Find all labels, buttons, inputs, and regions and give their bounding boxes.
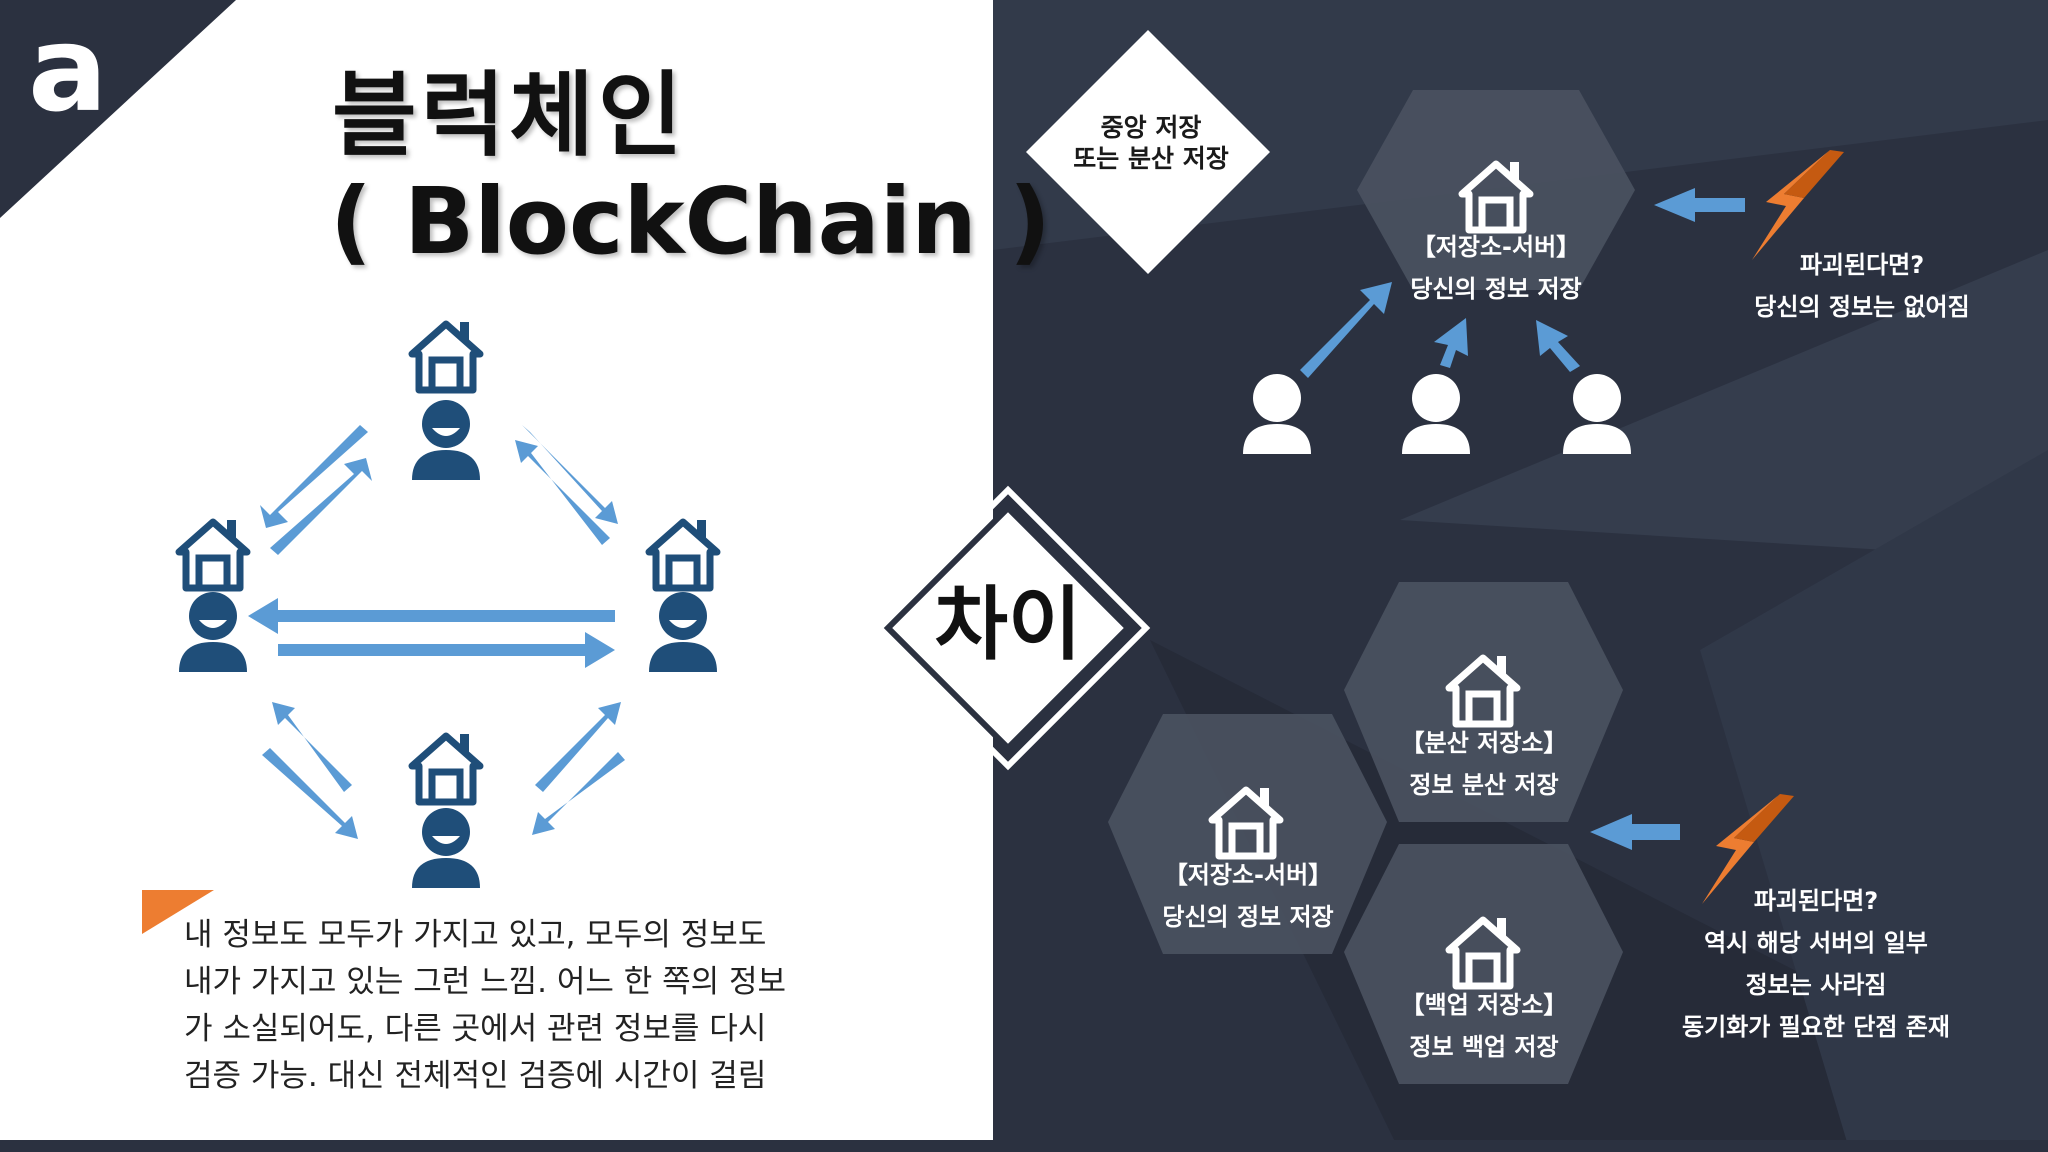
description-line: 검증 가능. 대신 전체적인 검증에 시간이 걸림 — [184, 1058, 767, 1094]
distributed-hexagon-1 — [1344, 582, 1623, 822]
distributed-node-3-label: 【백업 저장소】 정보 백업 저장 — [1364, 984, 1604, 1068]
distributed-node-3-subtitle: 정보 백업 저장 — [1409, 1033, 1559, 1061]
logo-letter: a — [28, 0, 108, 138]
storage-type-line-2: 또는 분산 저장 — [1073, 144, 1229, 173]
arrow-icon — [1434, 318, 1468, 368]
central-server-hexagon — [1357, 90, 1635, 290]
user-icon — [1402, 374, 1470, 454]
central-note-line-2: 당신의 정보는 없어짐 — [1754, 293, 1970, 321]
arrow-icon — [1536, 320, 1580, 372]
arrow-icon — [272, 702, 352, 792]
user-icon — [1243, 374, 1311, 454]
arrow-icon — [278, 632, 615, 668]
description-line: 가 소실되어도, 다른 곳에서 관련 정보를 다시 — [184, 1011, 767, 1047]
distributed-hexagon-2 — [1108, 714, 1387, 954]
storage-type-diamond — [1026, 30, 1270, 274]
distributed-note-line-3: 정보는 사라짐 — [1745, 971, 1887, 999]
distributed-node-2-subtitle: 당신의 정보 저장 — [1162, 903, 1334, 931]
difference-label: 차이 — [934, 578, 1082, 671]
distributed-note-line-1: 파괴된다면? — [1753, 887, 1879, 915]
distributed-node-1-title: 【분산 저장소】 — [1400, 729, 1568, 757]
arrow-icon — [1590, 814, 1680, 850]
left-panel — [0, 0, 993, 1152]
distributed-node-2-label: 【저장소-서버】 당신의 정보 저장 — [1128, 854, 1368, 938]
distributed-hexagon-3 — [1344, 844, 1623, 1084]
arrow-icon — [270, 458, 372, 555]
arrow-icon — [532, 752, 625, 835]
arrow-icon — [522, 425, 618, 524]
arrow-icon — [262, 748, 358, 839]
distributed-node-1-label: 【분산 저장소】 정보 분산 저장 — [1364, 722, 1604, 806]
arrow-icon — [1300, 282, 1392, 378]
central-server-subtitle: 당신의 정보 저장 — [1410, 275, 1582, 303]
network-arrows — [248, 425, 625, 839]
central-arrows — [1300, 188, 1745, 850]
arrow-icon — [1654, 188, 1745, 222]
page-subtitle: ( BlockChain ) — [330, 168, 1051, 275]
bg-band-mid — [1400, 250, 2048, 560]
distributed-node-1-subtitle: 정보 분산 저장 — [1409, 771, 1559, 799]
storage-type-label: 중앙 저장 또는 분산 저장 — [1043, 112, 1259, 174]
description-line: 내가 가지고 있는 그런 느낌. 어느 한 쪽의 정보 — [184, 964, 787, 1000]
logo-corner — [0, 0, 236, 218]
storage-type-line-1: 중앙 저장 — [1100, 113, 1202, 142]
bottom-strip — [0, 1140, 2048, 1152]
distributed-note: 파괴된다면? 역시 해당 서버의 일부 정보는 사라짐 동기화가 필요한 단점 … — [1656, 880, 1976, 1048]
arrow-icon — [248, 598, 615, 634]
central-server-label: 【저장소-서버】 당신의 정보 저장 — [1376, 226, 1616, 310]
arrow-icon — [535, 702, 621, 792]
page-title: 블럭체인 — [332, 62, 687, 169]
distributed-note-line-2: 역시 해당 서버의 일부 — [1704, 929, 1928, 957]
description-text: 내 정보도 모두가 가지고 있고, 모두의 정보도 내가 가지고 있는 그런 느… — [184, 912, 824, 1100]
user-icon — [1563, 374, 1631, 454]
difference-diamond — [883, 503, 1133, 753]
central-server-title: 【저장소-서버】 — [1411, 233, 1581, 261]
difference-diamond-outline — [865, 485, 1151, 771]
central-users — [1243, 374, 1631, 454]
description-line: 내 정보도 모두가 가지고 있고, 모두의 정보도 — [184, 917, 767, 953]
arrow-icon — [260, 425, 368, 528]
central-note: 파괴된다면? 당신의 정보는 없어짐 — [1712, 244, 2012, 328]
distributed-node-2-title: 【저장소-서버】 — [1163, 861, 1333, 889]
central-note-line-1: 파괴된다면? — [1799, 251, 1925, 279]
distributed-note-line-4: 동기화가 필요한 단점 존재 — [1682, 1013, 1950, 1041]
accent-triangle — [142, 890, 214, 934]
arrow-icon — [515, 440, 610, 545]
bg-band-right — [1700, 450, 2048, 1152]
distributed-node-3-title: 【백업 저장소】 — [1400, 991, 1568, 1019]
